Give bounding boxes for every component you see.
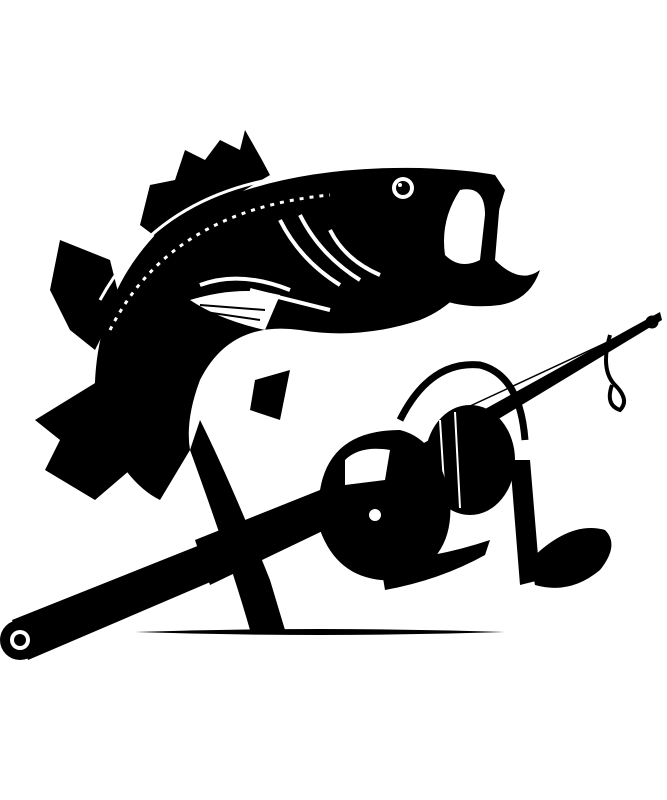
line-loop [604,334,626,413]
reel-bail [396,361,529,441]
fishing-line [439,319,656,421]
rear-dorsal-fin [50,240,120,350]
dorsal-fin [140,130,270,240]
reel-spool [425,405,515,515]
pelvic-fin [250,370,290,420]
spinning-reel [320,361,612,590]
ground-shadow [135,629,505,635]
reel-crank-knob [530,528,612,588]
reel-crank-arm [510,460,540,585]
fish-body [94,167,506,500]
reel-foot [380,540,490,590]
rod-handle [12,545,215,660]
lateral-line [108,193,331,331]
